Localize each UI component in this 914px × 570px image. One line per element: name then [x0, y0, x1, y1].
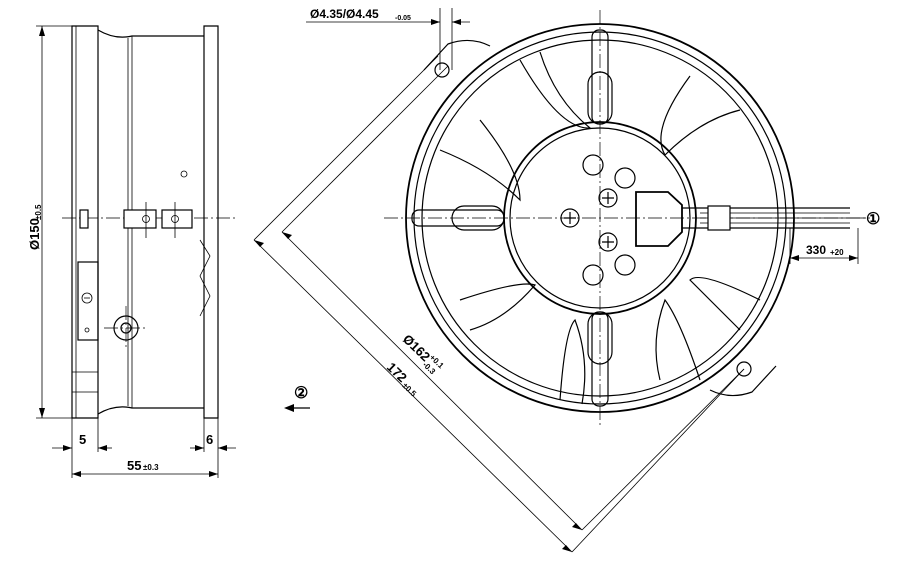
strut-bottom — [587, 311, 613, 407]
blade-5 — [459, 283, 537, 331]
dim-150-label-group: Ø150 ±0.5 — [27, 204, 43, 250]
dim-150-arrow-top — [39, 26, 45, 36]
dim-330-tol: +20 — [830, 248, 844, 257]
connector-housing — [635, 191, 683, 247]
dim-6-arrow-left — [195, 445, 204, 451]
dim-diag-ext-top-outer — [253, 55, 439, 241]
dim-150-label: Ø150 — [27, 218, 42, 250]
flange-step-lines — [72, 371, 98, 393]
housing-top-edge — [97, 29, 204, 38]
dim-55-label: 55 — [127, 458, 141, 473]
dim-55-arrow-right — [209, 471, 218, 477]
screw-center — [560, 208, 580, 228]
dim-55-arrow-left — [72, 471, 81, 477]
dim-330-label: 330 — [806, 243, 826, 257]
dim-172-line — [253, 239, 573, 553]
blade-1 — [519, 51, 592, 129]
dim-hole-arrow-right — [452, 19, 461, 25]
dim-172-arrow-end — [562, 545, 572, 552]
small-hole-icon — [84, 327, 90, 333]
clip-left — [123, 209, 157, 229]
blade-3 — [689, 276, 761, 331]
dim-hole-tol: -0.05 — [395, 15, 411, 22]
blade-4 — [439, 119, 521, 202]
dim-55-tol: ±0.3 — [143, 463, 159, 472]
mount-hole-top-left-icon — [434, 62, 450, 78]
side-boss-left — [79, 209, 89, 229]
callout-2: ② — [294, 385, 308, 402]
dim-6-arrow-right — [218, 445, 227, 451]
dim-6-label: 6 — [206, 432, 213, 447]
dim-172-tol: ±0.5 — [400, 381, 418, 399]
break-line — [199, 239, 211, 317]
dim-diag-ext-bottom-inner — [581, 368, 745, 531]
lug-top-left — [423, 39, 491, 71]
airflow-arrow-head-icon — [284, 404, 294, 412]
housing-bottom-edge — [97, 406, 204, 415]
mount-hole-bottom-right-icon — [736, 361, 752, 377]
screw-upper — [598, 188, 618, 208]
cable-sleeve — [707, 205, 731, 231]
dim-hole-arrow-left — [431, 19, 440, 25]
screw-lower — [598, 232, 618, 252]
hub-hole-bottom-left-icon — [582, 264, 604, 286]
dim-330-arrow-left — [790, 255, 799, 261]
hub-inner — [509, 127, 691, 309]
side-view: Ø150 ±0.5 5 6 55 ±0.3 — [27, 25, 236, 478]
clip-right — [161, 209, 193, 229]
dim-5-label: 5 — [79, 432, 86, 447]
strut-left — [411, 205, 505, 231]
strut-top — [587, 29, 613, 125]
terminal-box — [77, 261, 99, 341]
dim-5-arrow-left — [63, 445, 72, 451]
dim-150-tol: ±0.5 — [34, 204, 43, 220]
blade-7 — [655, 298, 701, 381]
hub-hole-top-right-icon — [614, 167, 636, 189]
dim-330-arrow-right — [849, 255, 858, 261]
small-plus-symbol-icon — [180, 170, 188, 178]
lug-bottom-right — [709, 365, 777, 397]
dim-diag-ext-top-inner — [281, 65, 449, 233]
dim-150-arrow-bottom — [39, 408, 45, 418]
dim-diag-ext-bottom-outer — [571, 368, 745, 553]
ground-symbol-icon — [81, 292, 93, 304]
dim-172-arrow-start — [254, 240, 264, 247]
front-view: Ø4.35/Ø4.45 -0.05 330 +20 ① Ø162 +0.1 -0… — [253, 7, 880, 553]
dim-5-arrow-right — [98, 445, 107, 451]
dim-162-line — [281, 231, 583, 531]
dim-172-label-group: 172 ±0.5 — [384, 359, 418, 399]
hub-hole-top-left-icon — [582, 154, 604, 176]
dim-hole-label: Ø4.35/Ø4.45 — [310, 7, 379, 21]
callout-1: ① — [866, 211, 880, 228]
dim-162-arrow-start — [282, 232, 292, 239]
hub-hole-bottom-right-icon — [614, 254, 636, 276]
blade-6 — [559, 318, 586, 405]
right-flange — [203, 25, 219, 419]
dim-162-arrow-end — [572, 523, 582, 530]
blade-2 — [660, 75, 741, 156]
